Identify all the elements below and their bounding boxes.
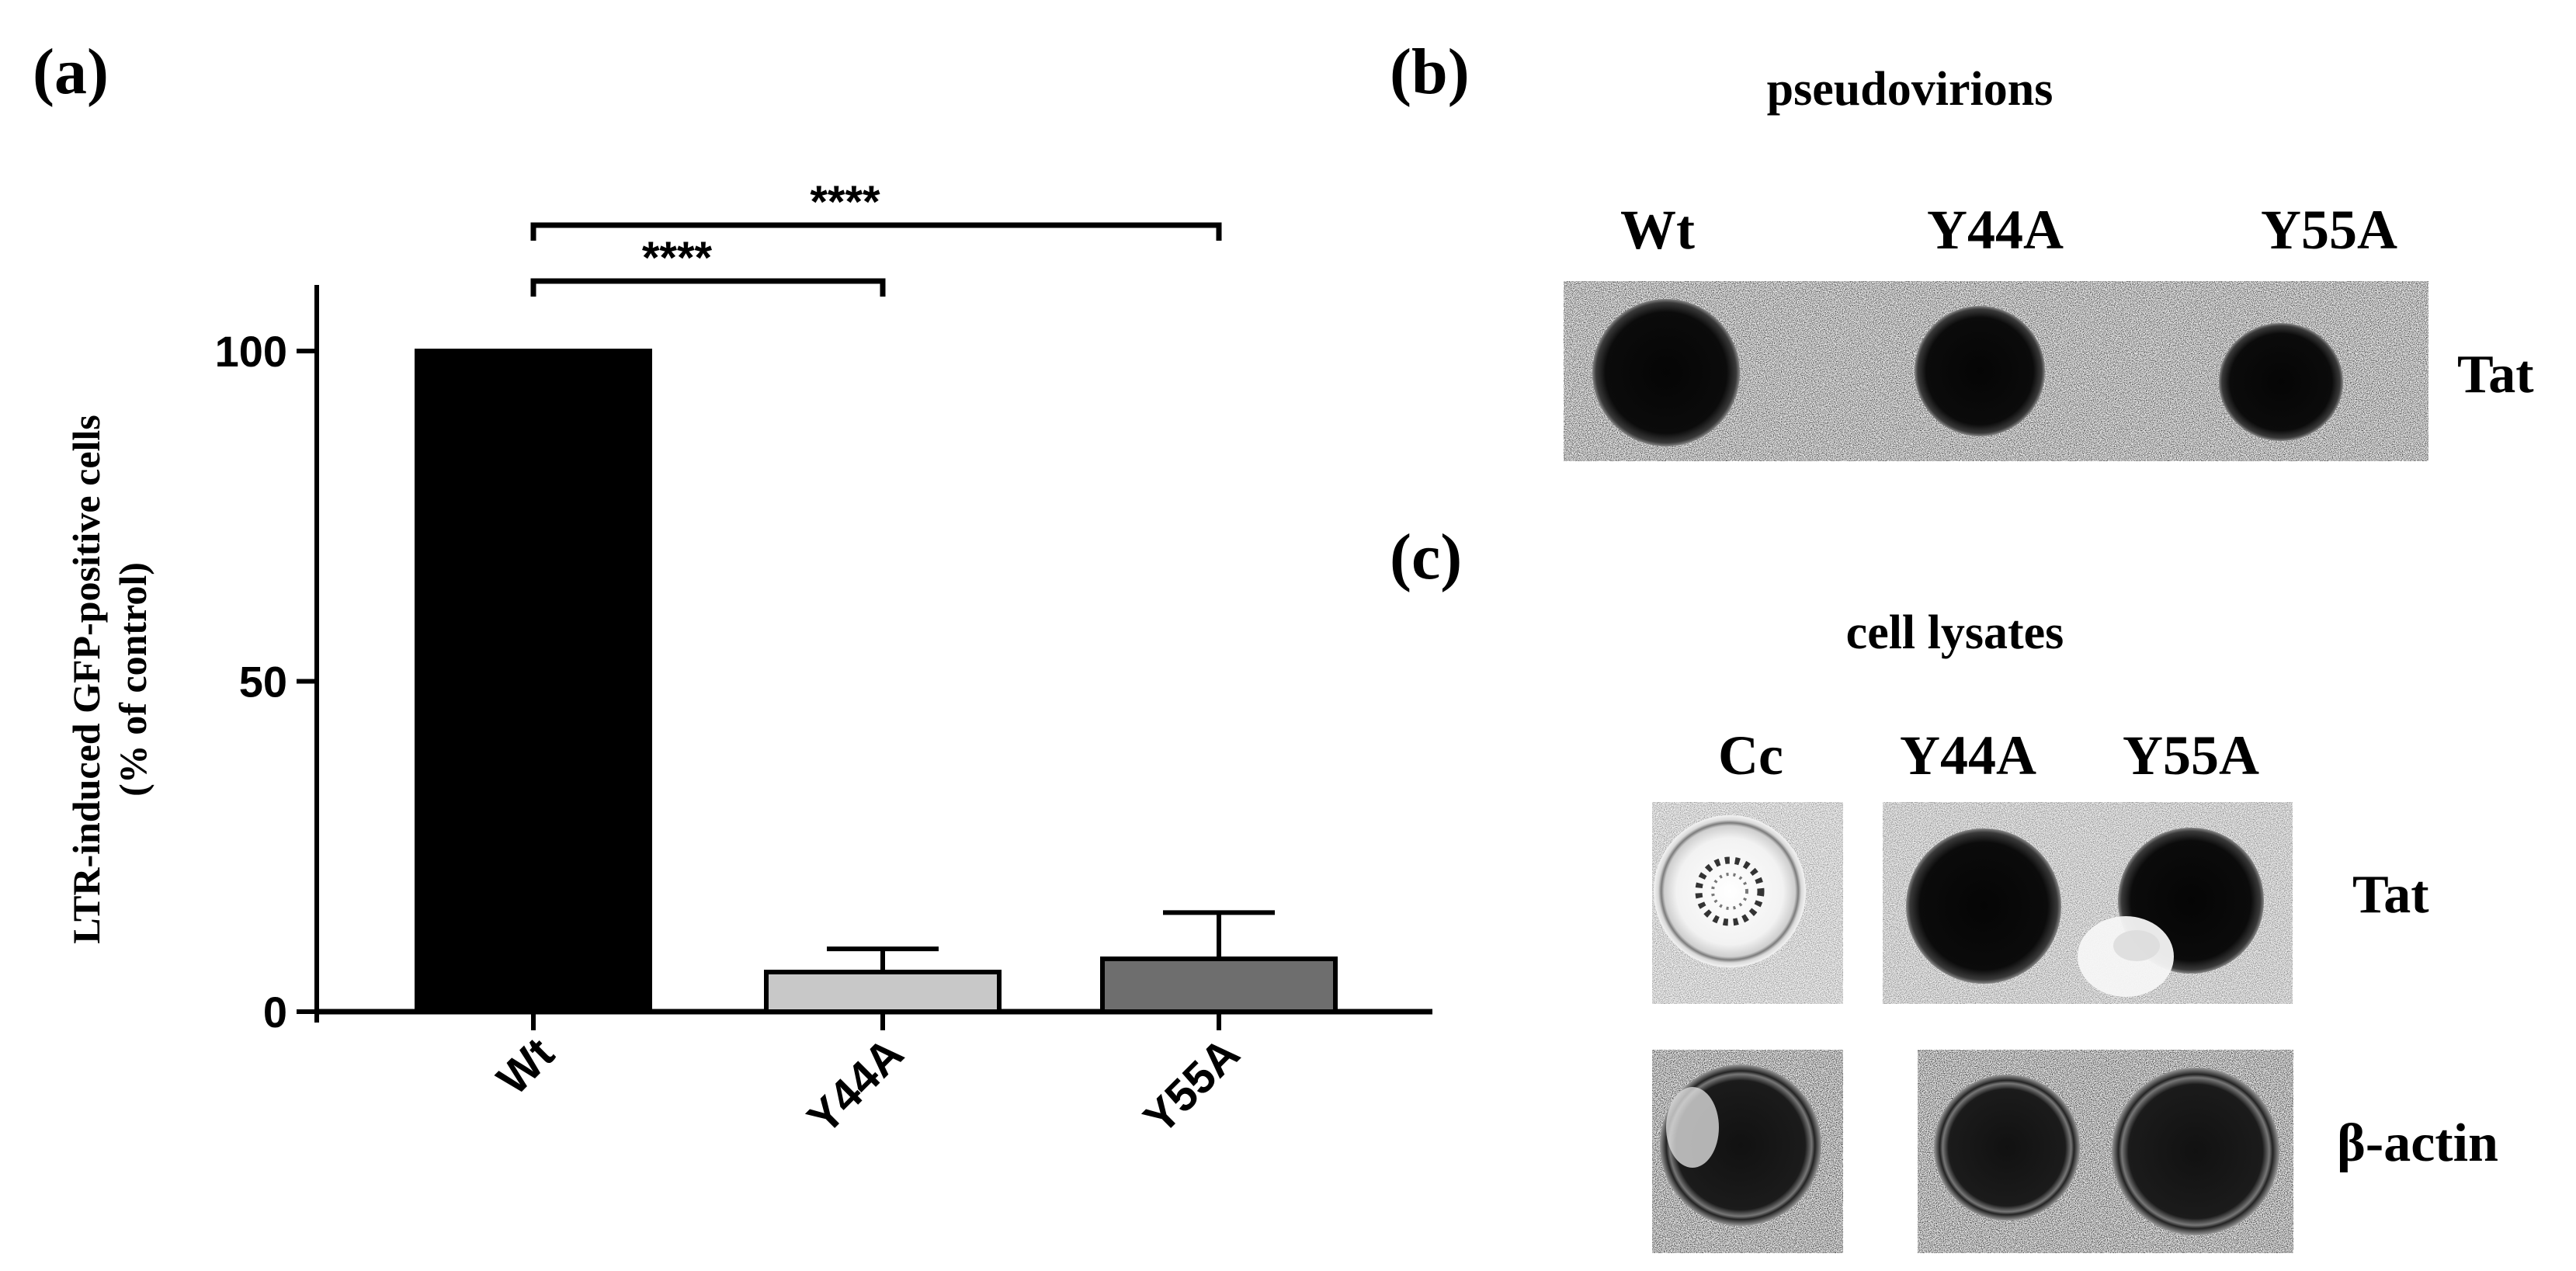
blot-dot-y55a xyxy=(2219,323,2343,441)
panel-a-label: (a) xyxy=(33,36,109,108)
panel-c-col-y44a: Y44A xyxy=(1900,724,2036,787)
panel-c-label: (c) xyxy=(1390,521,1462,593)
x-tick-label-wt: Wt xyxy=(488,1028,564,1104)
y-tick-label-1: 50 xyxy=(239,658,287,707)
blot-lysate-actin-control xyxy=(1652,1050,1843,1253)
panel-b-row-tat: Tat xyxy=(2457,345,2534,405)
bar-y44a xyxy=(764,969,1002,1014)
blot-dot-y55a-actin xyxy=(2112,1068,2279,1235)
panel-c-col-y55a: Y55A xyxy=(2123,724,2259,787)
y-axis-title-line1: LTR-induced GFP-positive cells xyxy=(64,415,108,944)
bar-wt xyxy=(415,349,652,1015)
panel-b-label: (b) xyxy=(1390,36,1470,108)
y-tick-label-0: 0 xyxy=(263,988,287,1037)
panel-c-row-actin: β-actin xyxy=(2337,1113,2498,1173)
x-tick-label-y44a: Y44A xyxy=(798,1028,914,1144)
y-axis-title-line2: (% of control) xyxy=(111,562,154,797)
blot-dot-y44a xyxy=(1915,306,2045,436)
significance-bracket-0 xyxy=(530,278,886,297)
panel-c-row-tat: Tat xyxy=(2352,865,2429,925)
panel-b-col-y44a: Y44A xyxy=(1927,199,2064,261)
panel-c-col-cc: Cc xyxy=(1718,724,1783,787)
blot-dot-y44a-actin xyxy=(1934,1075,2080,1221)
blot-lysate-actin-mutants xyxy=(1918,1050,2293,1253)
significance-label-0: **** xyxy=(642,233,713,283)
y-axis-title: LTR-induced GFP-positive cells (% of con… xyxy=(64,415,154,944)
significance-label-1: **** xyxy=(810,177,880,227)
panel-b-col-y55a: Y55A xyxy=(2261,199,2397,261)
blot-pseudovirions-tat xyxy=(1564,281,2428,461)
blot-lysate-tat-control xyxy=(1652,802,1843,1004)
significance-bracket-1 xyxy=(530,222,1222,241)
x-tick-label-y55a: Y55A xyxy=(1134,1028,1250,1144)
panel-b-title: pseudovirions xyxy=(1767,63,2054,116)
blot-dot-y44a-tat xyxy=(1906,828,2061,984)
blot-dot-cc-tat xyxy=(1654,815,1806,967)
y-tick-label-2: 100 xyxy=(215,327,287,376)
bar-y55a xyxy=(1100,956,1338,1014)
blot-dot-wt xyxy=(1592,299,1740,446)
panel-b-col-wt: Wt xyxy=(1620,199,1695,261)
blot-lysate-tat-mutants xyxy=(1883,802,2293,1004)
panel-c-title: cell lysates xyxy=(1846,606,2064,659)
